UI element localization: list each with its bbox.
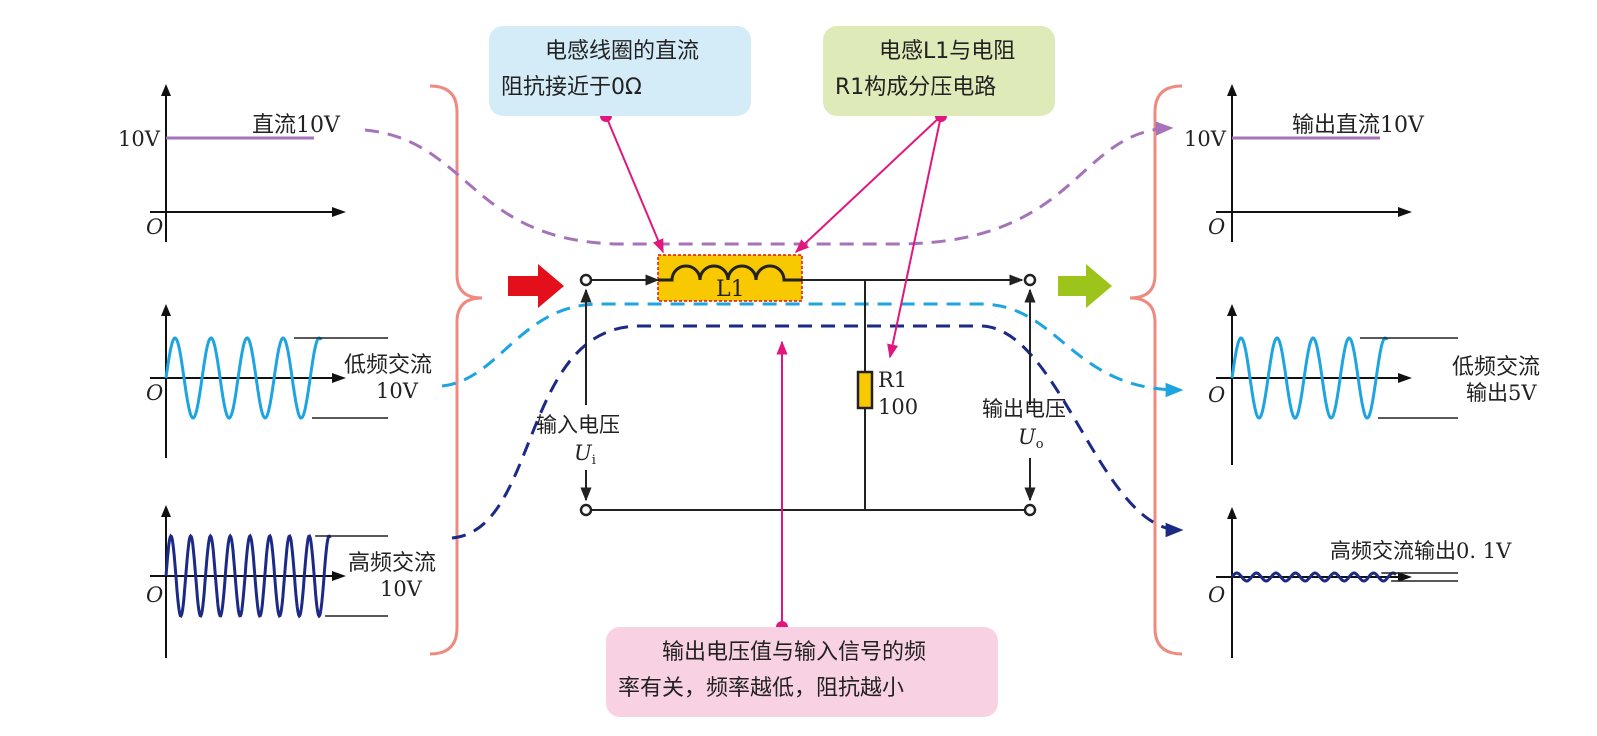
output-high-label: 高频交流输出0. 1V bbox=[1330, 539, 1512, 563]
x-axis-arrow-icon bbox=[1398, 373, 1412, 383]
output-low-label-1: 低频交流 bbox=[1452, 355, 1540, 380]
y-axis-arrow-icon bbox=[1227, 507, 1237, 519]
input-high-label-2: 10V bbox=[380, 577, 423, 601]
dc-flow-path bbox=[364, 121, 1174, 246]
output-terminal-top bbox=[1023, 273, 1037, 287]
input-dc-graph bbox=[150, 84, 346, 242]
resistor-label: R1 bbox=[878, 368, 907, 392]
output-arrow-icon bbox=[1058, 264, 1112, 308]
waveform bbox=[164, 336, 323, 420]
output-voltage-symbol: Uo bbox=[1018, 425, 1044, 452]
callout-frequency-line1: 输出电压值与输入信号的频 bbox=[662, 640, 927, 665]
output-high-freq-graph bbox=[1216, 507, 1458, 658]
input-high-freq-graph bbox=[150, 505, 388, 658]
inductor-coil-icon bbox=[658, 264, 802, 282]
resistor-value: 100 bbox=[878, 395, 918, 419]
x-axis-arrow-icon bbox=[332, 373, 346, 383]
low-freq-flow-path bbox=[441, 302, 1184, 398]
output-low-label-2: 输出5V bbox=[1466, 381, 1537, 405]
input-dc-label: 直流10V bbox=[252, 113, 341, 138]
y-axis-arrow-icon bbox=[161, 304, 171, 316]
y-axis-arrow-icon bbox=[1227, 84, 1237, 96]
input-high-origin: O bbox=[146, 583, 163, 607]
x-axis-arrow-icon bbox=[1398, 572, 1412, 582]
callout-dc-resistance: 电感线圈的直流 阻抗接近于0Ω bbox=[489, 26, 751, 116]
inductor-label: L1 bbox=[716, 277, 745, 302]
input-voltage-label: 输入电压 bbox=[536, 413, 620, 437]
input-low-origin: O bbox=[146, 381, 163, 405]
x-axis-arrow-icon bbox=[332, 571, 346, 581]
output-dc-origin: O bbox=[1208, 215, 1225, 239]
input-low-label-1: 低频交流 bbox=[344, 353, 432, 378]
output-high-origin: O bbox=[1208, 583, 1225, 607]
callout-frequency-dependence: 输出电压值与输入信号的频 率有关，频率越低，阻抗越小 bbox=[606, 627, 998, 717]
output-dc-graph bbox=[1216, 84, 1412, 242]
callout-dc-line2: 阻抗接近于0Ω bbox=[501, 75, 642, 100]
input-arrow-icon bbox=[508, 264, 564, 308]
callout-divider-line1: 电感L1与电阻 bbox=[879, 39, 1016, 64]
callout-divider-line2: R1构成分压电路 bbox=[835, 75, 997, 100]
input-voltage-symbol: Ui bbox=[574, 441, 596, 468]
callout-frequency-line2: 率有关，频率越低，阻抗越小 bbox=[618, 676, 905, 701]
y-axis-arrow-icon bbox=[161, 505, 171, 517]
circuit bbox=[580, 274, 1036, 511]
x-axis-arrow-icon bbox=[1398, 207, 1412, 217]
callout-voltage-divider: 电感L1与电阻 R1构成分压电路 bbox=[823, 26, 1055, 116]
y-axis-arrow-icon bbox=[161, 84, 171, 96]
waveform bbox=[1230, 336, 1389, 420]
output-dc-level: 10V bbox=[1184, 127, 1227, 151]
input-low-label-2: 10V bbox=[376, 379, 419, 403]
waveform bbox=[1230, 571, 1397, 583]
output-dc-label: 输出直流10V bbox=[1292, 113, 1425, 138]
input-dc-origin: O bbox=[146, 215, 163, 239]
input-low-freq-graph bbox=[150, 304, 388, 458]
input-high-label-1: 高频交流 bbox=[348, 551, 436, 576]
output-terminal-bottom bbox=[1023, 503, 1037, 517]
output-brace bbox=[1129, 84, 1183, 656]
x-axis-arrow-icon bbox=[332, 207, 346, 217]
input-dc-level: 10V bbox=[118, 127, 161, 151]
high-freq-flow-path bbox=[451, 324, 1184, 540]
output-low-origin: O bbox=[1208, 383, 1225, 407]
resistor-r1 bbox=[856, 370, 874, 410]
output-low-freq-graph bbox=[1216, 304, 1458, 465]
callout-dc-line1: 电感线圈的直流 bbox=[545, 39, 700, 64]
inductor-l1 bbox=[657, 254, 803, 302]
y-axis-arrow-icon bbox=[1227, 304, 1237, 316]
input-brace bbox=[429, 84, 483, 656]
waveform bbox=[164, 533, 332, 619]
input-terminal-top bbox=[579, 273, 593, 287]
input-terminal-bottom bbox=[579, 503, 593, 517]
output-voltage-label: 输出电压 bbox=[982, 397, 1066, 421]
